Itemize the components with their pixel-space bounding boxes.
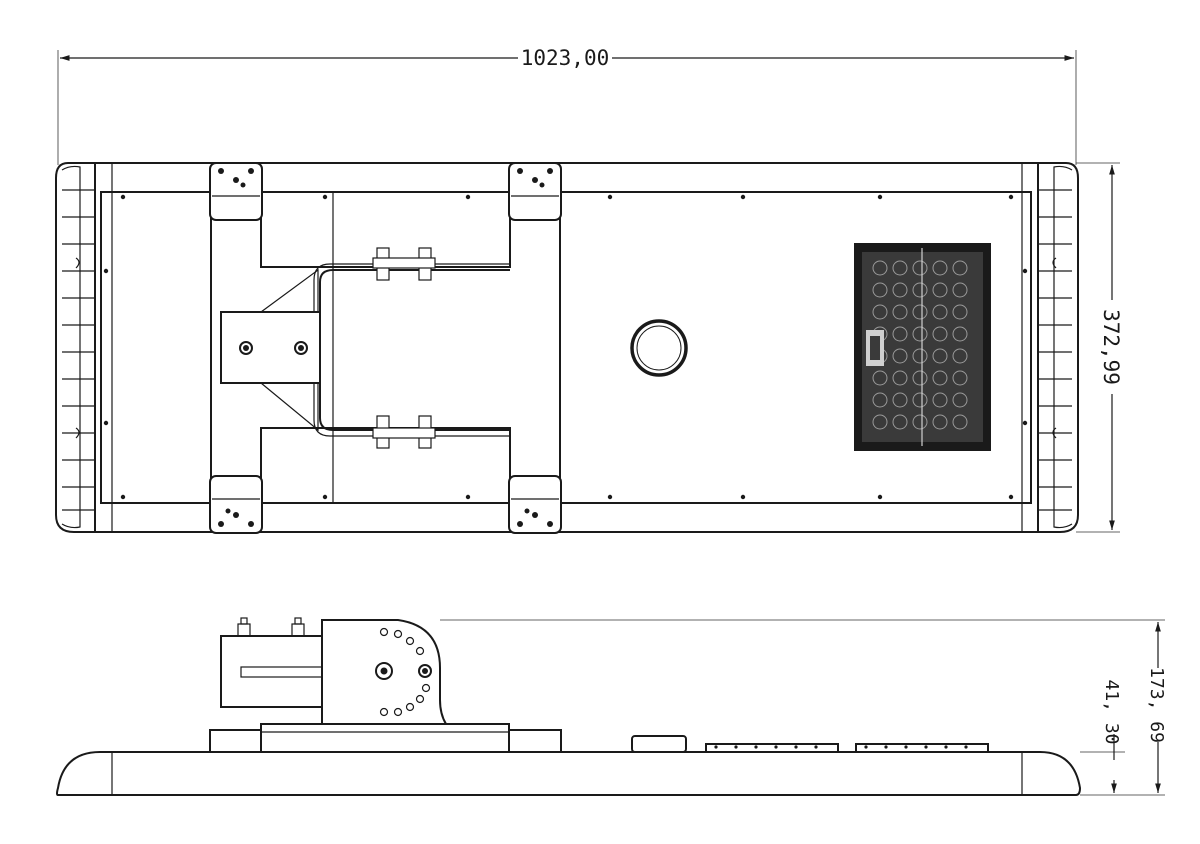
- length-label: 1023,00: [521, 46, 610, 70]
- length-dimension: 1023,00: [57, 46, 1077, 165]
- clamps: [372, 247, 436, 449]
- panel-screws: [103, 194, 1028, 500]
- housing-outline: [55, 162, 1079, 533]
- pole-mount-plate: [220, 268, 321, 432]
- right-end-cap: [1037, 163, 1073, 532]
- side-sensor: [631, 735, 687, 753]
- side-block-right: [508, 729, 562, 753]
- led-module: [854, 243, 991, 451]
- width-dimension: 372,99: [1076, 162, 1123, 533]
- height-label: 173, 69: [1146, 667, 1167, 743]
- round-sensor: [630, 319, 688, 377]
- bracket-corner-blocks: [209, 162, 562, 534]
- solar-panel: [100, 191, 1032, 504]
- side-bracket-plate: [260, 723, 510, 753]
- body-height-label: 41, 30: [1101, 679, 1122, 744]
- side-led-modules: [705, 743, 989, 753]
- side-block-left: [209, 729, 263, 753]
- width-label: 372,99: [1099, 309, 1123, 385]
- side-view: 173, 69 41, 30: [56, 617, 1167, 796]
- hinge-holes: [375, 627, 432, 717]
- height-dimensions: 173, 69 41, 30: [440, 619, 1167, 796]
- top-frame: [111, 162, 1023, 533]
- top-view: 1023,00: [55, 46, 1123, 534]
- pole-clamp-side: [220, 617, 323, 708]
- left-end-cap: [61, 163, 96, 532]
- arm-channel: [319, 269, 510, 431]
- side-body: [56, 751, 1082, 796]
